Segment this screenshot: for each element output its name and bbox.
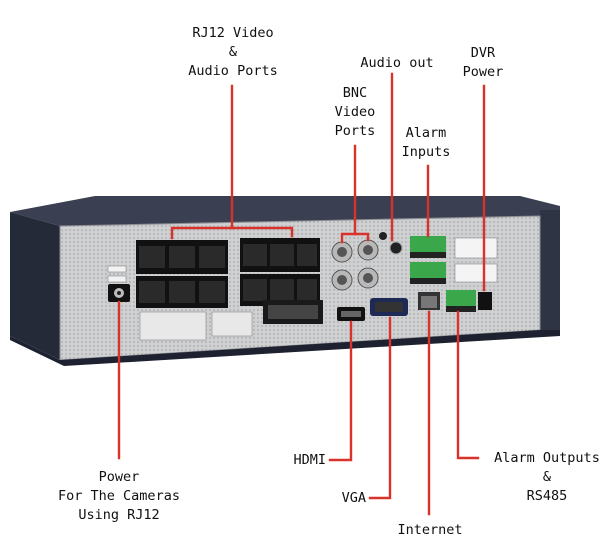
label-sticker-top [454, 237, 498, 259]
power-label-tag [107, 265, 127, 273]
label-rj12: RJ12 Video & Audio Ports [188, 25, 278, 79]
label-sticker-bottom [454, 263, 498, 283]
label-dvr-power: DVR Power [462, 45, 504, 80]
label-audio-out: Audio out [360, 55, 434, 71]
label-power-cameras: Power For The Cameras Using RJ12 [58, 469, 180, 523]
callout-alarm-outputs [456, 310, 480, 460]
label-alarm-outputs: Alarm Outputs & RS485 [494, 450, 600, 504]
alarm-input-terminals [410, 236, 446, 284]
chassis-body [10, 212, 60, 360]
label-hdmi: HDMI [293, 452, 326, 468]
alarm-output-terminals [446, 290, 476, 306]
chassis-side-right [540, 210, 560, 330]
label-vga: VGA [341, 490, 366, 506]
terminal-block-left [139, 311, 207, 341]
label-bnc: BNC Video Ports [334, 85, 376, 139]
audio-out-jack [389, 241, 403, 255]
dvr-power-jack [478, 292, 492, 310]
chassis-base [10, 330, 560, 366]
callout-lines [117, 72, 486, 516]
label-internet: Internet [397, 522, 463, 538]
terminal-block-mid [211, 311, 253, 337]
bnc-ports [331, 239, 379, 291]
callout-vga [368, 316, 392, 500]
rj12-ports [136, 238, 320, 308]
power-label-tag-2 [107, 275, 127, 283]
callout-hdmi [328, 320, 353, 462]
label-alarm-inputs: Alarm Inputs [401, 125, 451, 160]
